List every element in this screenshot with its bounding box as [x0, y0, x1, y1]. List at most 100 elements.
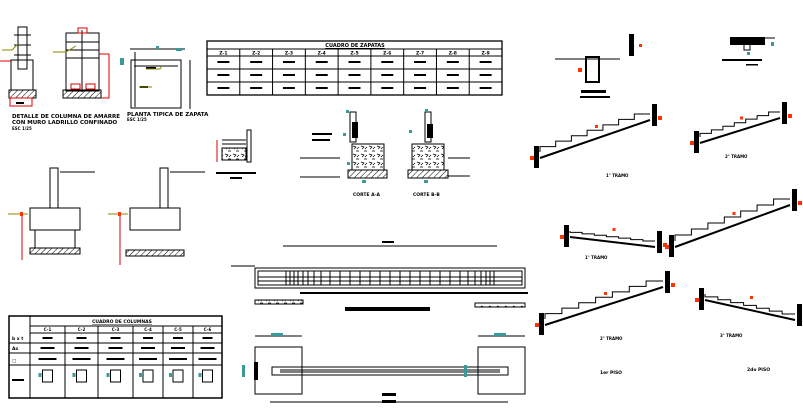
section-a-a-drawing — [300, 110, 388, 183]
column-schedule-title: CUADRO DE COLUMNAS — [92, 319, 152, 325]
table-cell-value — [315, 61, 328, 63]
beam-elevation — [231, 241, 528, 311]
table-cell-value — [108, 347, 123, 349]
footing-column-header: Z-6 — [383, 51, 391, 57]
footing-plan-drawing — [120, 46, 191, 109]
table-cell-value — [479, 61, 492, 63]
footing-plan-scale: ESC 1/25 — [127, 117, 147, 122]
table-cell-value — [414, 74, 427, 76]
table-cell-value — [381, 61, 394, 63]
orange-marker — [665, 245, 669, 249]
table-cell-value — [414, 61, 427, 63]
table-cell-value — [315, 87, 328, 89]
first-floor-label: 1er PISO — [600, 370, 622, 376]
flight-label-5: 3° TRAMO — [720, 333, 743, 338]
table-cell-value — [446, 61, 459, 63]
column-detail-3 — [8, 167, 95, 260]
column-row-label: As — [12, 346, 18, 352]
table-cell-value — [72, 358, 91, 360]
orange-marker — [695, 298, 699, 302]
stair-support-wall — [694, 131, 699, 153]
column-type-header: C-6 — [204, 327, 212, 332]
footing-column-header: Z-1 — [219, 51, 227, 57]
orange-marker — [732, 212, 736, 215]
detail-title-line1: DETALLE DE COLUMNA DE AMARRE — [12, 114, 120, 120]
table-cell-value — [42, 337, 53, 339]
table-cell-value — [250, 74, 263, 76]
stair-steps — [544, 280, 663, 319]
column-type-header: C-4 — [144, 327, 152, 332]
stair-flight-1 — [530, 104, 662, 168]
footing-column-header: Z-7 — [416, 51, 424, 57]
table-cell-value — [200, 347, 215, 349]
stair-support-wall — [657, 231, 662, 253]
table-cell-value — [139, 358, 157, 360]
section-b-b-drawing — [407, 109, 470, 183]
orange-marker — [658, 116, 662, 120]
stair-slab — [699, 117, 781, 144]
section-a-a-label: CORTE A-A — [353, 192, 380, 198]
column-section-sketch — [172, 369, 184, 383]
table-cell-value — [143, 337, 153, 339]
orange-marker — [530, 156, 534, 160]
orange-marker — [560, 235, 564, 239]
table-cell-value — [348, 87, 361, 89]
flight-label-1: 1° TRAMO — [606, 173, 629, 178]
orange-marker — [604, 292, 607, 295]
stair-steps — [674, 198, 790, 241]
stair-support-wall — [534, 146, 539, 168]
column-type-header: C-1 — [44, 327, 52, 332]
column-type-header: C-2 — [78, 327, 86, 332]
table-cell-value — [173, 337, 183, 339]
stair-support-wall — [665, 271, 670, 293]
table-cell-value — [106, 358, 125, 360]
column-section-sketch — [76, 369, 87, 383]
stair-steps — [539, 113, 650, 152]
table-cell-value — [217, 74, 230, 76]
table-cell-value — [479, 74, 492, 76]
footing-plan-title: PLANTA TIPICA DE ZAPATA — [127, 112, 209, 118]
column-detail-4 — [108, 167, 205, 265]
table-cell-value — [348, 61, 361, 63]
stair-steps — [704, 294, 795, 315]
orange-marker — [595, 125, 598, 128]
stair-support-wall — [782, 102, 787, 124]
cyan-tag — [38, 373, 42, 377]
stair-slab — [539, 119, 651, 159]
stair-slab — [544, 286, 664, 326]
column-section-sketch — [110, 369, 121, 383]
table-cell-value — [202, 337, 213, 339]
column-footing-detail-1 — [0, 26, 37, 107]
column-section-sketch — [42, 369, 53, 383]
table-cell-value — [446, 87, 459, 89]
table-cell-value — [169, 358, 187, 360]
table-cell-value — [381, 74, 394, 76]
stair-steps — [699, 111, 780, 137]
stair-flight-4 — [665, 189, 802, 257]
orange-marker — [690, 141, 694, 145]
table-cell-value — [282, 74, 295, 76]
stair-slab — [569, 236, 656, 248]
stair-support-wall — [792, 189, 797, 211]
table-cell-value — [198, 358, 217, 360]
orange-marker — [740, 116, 743, 120]
column-type-header: C-5 — [174, 327, 182, 332]
cyan-tag — [106, 373, 110, 377]
footing-column-header: Z-5 — [350, 51, 358, 57]
detail-scale: ESC 1/25 — [12, 126, 32, 131]
table-cell-value — [348, 74, 361, 76]
column-row-label: b x t — [12, 336, 24, 342]
footing-column-header: Z-2 — [252, 51, 260, 57]
table-cell-value — [110, 337, 121, 339]
section-b-b-label: CORTE B-B — [413, 192, 440, 198]
stair-top-detail — [555, 34, 642, 98]
stair-support-wall — [669, 235, 674, 257]
stair-support-wall — [564, 225, 569, 247]
table-cell-value — [250, 87, 263, 89]
second-floor-label: 2do PISO — [747, 367, 770, 373]
orange-marker — [671, 283, 675, 287]
table-cell-value — [141, 347, 155, 349]
table-cell-value — [414, 87, 427, 89]
